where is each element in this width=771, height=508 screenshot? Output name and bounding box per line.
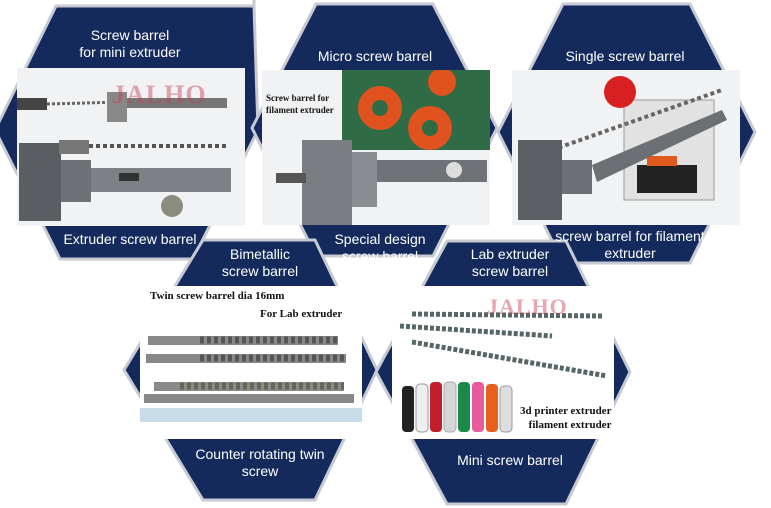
hex-micro-caption: Special design screw barrel [334,231,426,264]
hex-micro-title: Micro screw barrel [317,48,433,64]
hex-lab-caption: Mini screw barrel [457,452,563,468]
watermark: JALHO [487,294,568,319]
watermark: JALHO [112,80,207,109]
label-screw-barrel: Screw barrel [90,27,170,43]
hex-lab-title: Lab extruder screw barrel [470,246,550,279]
hex-mini-extruder-caption: Extruder screw barrel [63,231,197,247]
micro-photo-caption: Screw barrel for filament extruder [266,93,334,115]
hex-single-title: Single screw barrel [565,48,685,64]
hex-bimetallic-title: Bimetallic screw barrel [221,246,299,279]
photo-lab: JALHO 3d printer extruder filament extru… [392,286,614,439]
photo-bimetallic: Twin screw barrel dia 16mm For Lab extru… [140,286,362,439]
hex-mini-extruder-title: Screw barrel for mini extruder [40,27,220,61]
label-for-mini-extruder: for mini extruder [79,44,181,60]
bimetallic-caption-2: For Lab extruder [260,308,343,320]
photo-mini-extruder: JALHO [17,68,245,226]
photo-single [512,70,740,225]
bimetallic-caption-1: Twin screw barrel dia 16mm [150,290,285,302]
lab-photo-caption: 3d printer extruder filament extruder [520,405,612,431]
photo-micro: Screw barrel for filament extruder [262,70,490,225]
hex-bimetallic-caption: Counter rotating twin screw [195,446,325,479]
hex-single-caption: screw barrel for filament extruder [555,228,705,261]
